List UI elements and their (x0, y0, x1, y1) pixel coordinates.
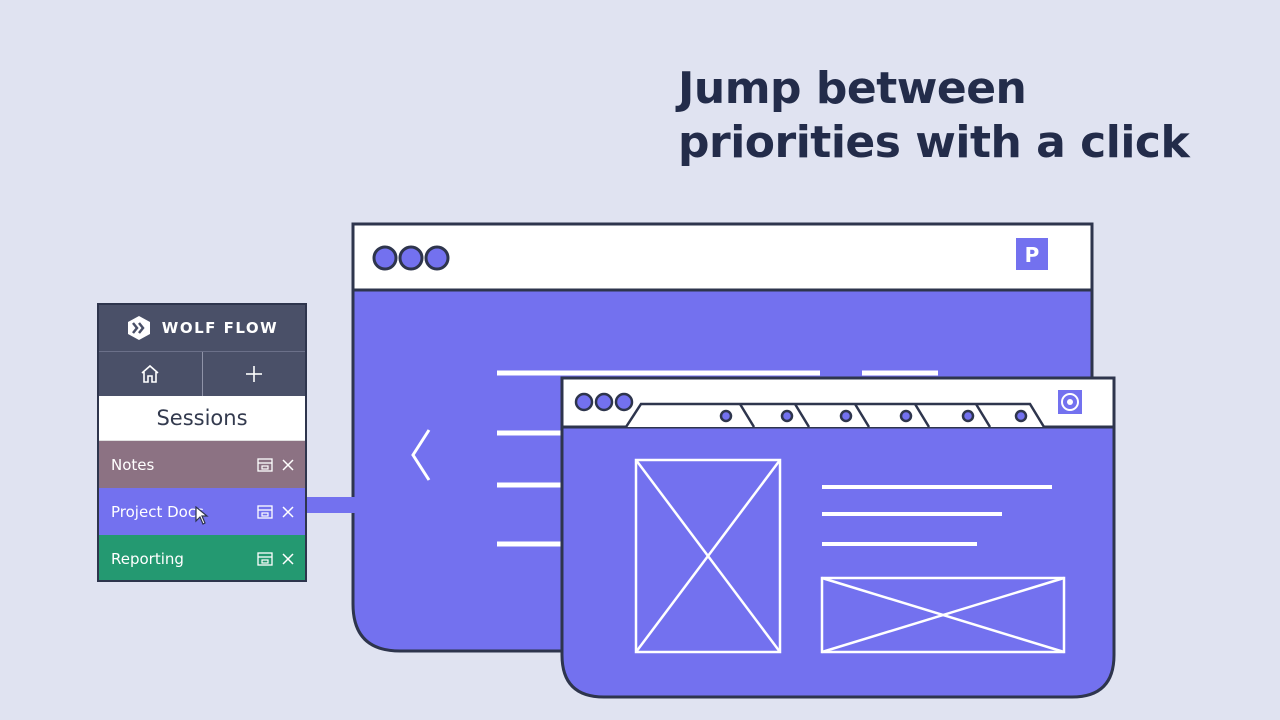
chevron-left-icon[interactable] (411, 429, 431, 481)
save-icon[interactable] (257, 457, 273, 473)
close-icon[interactable] (281, 458, 295, 472)
sessions-title: Sessions (99, 396, 305, 441)
session-label: Notes (111, 455, 155, 474)
close-icon[interactable] (281, 505, 295, 519)
headline: Jump between priorities with a click (678, 62, 1190, 170)
headline-line-2: priorities with a click (678, 117, 1190, 168)
brand-name: WOLF FLOW (161, 319, 279, 337)
close-icon[interactable] (281, 552, 295, 566)
image-placeholder-icon (634, 458, 782, 654)
mouse-cursor-icon (195, 506, 209, 525)
wolf-flow-panel: WOLF FLOW Sessions Notes (97, 303, 307, 582)
session-row-reporting[interactable]: Reporting (99, 535, 305, 580)
front-window (560, 376, 1116, 699)
session-row-notes[interactable]: Notes (99, 441, 305, 488)
front-window-dots-icon (574, 392, 634, 412)
session-connector (306, 497, 362, 513)
back-window-text-lines (497, 370, 938, 547)
home-button[interactable] (99, 352, 202, 396)
save-icon[interactable] (257, 551, 273, 567)
panel-header: WOLF FLOW (99, 305, 305, 351)
extension-badge-label: P (1025, 243, 1040, 267)
save-icon[interactable] (257, 504, 273, 520)
plus-icon (245, 366, 262, 382)
wolf-flow-logo-icon (127, 316, 150, 340)
extension-badge[interactable]: P (1016, 238, 1048, 270)
back-window-dots-icon (372, 245, 450, 271)
front-window-text-lines (822, 485, 1052, 546)
add-session-button[interactable] (201, 352, 306, 396)
home-icon (141, 364, 159, 383)
tab-strip[interactable] (624, 402, 1046, 428)
session-row-project-docs[interactable]: Project Docs (99, 488, 305, 535)
chrome-icon[interactable] (1058, 390, 1082, 414)
headline-line-1: Jump between (678, 63, 1027, 114)
session-label: Project Docs (111, 502, 204, 521)
banner-placeholder-icon (820, 576, 1066, 654)
panel-nav (99, 351, 305, 396)
session-label: Reporting (111, 549, 184, 568)
